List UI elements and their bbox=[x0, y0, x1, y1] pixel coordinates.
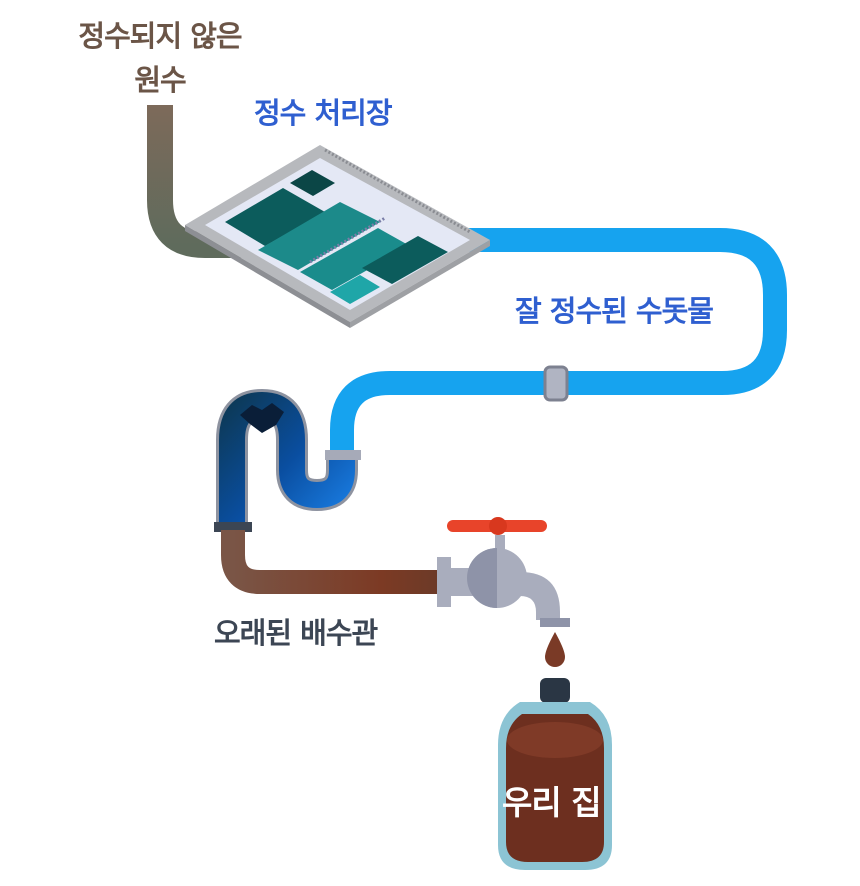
clean-water-label: 잘 정수된 수돗물 bbox=[515, 294, 714, 328]
basin bbox=[300, 228, 410, 290]
raw-water-label-line2: 원수 bbox=[134, 63, 186, 97]
water-drop-icon bbox=[545, 632, 565, 667]
sediment-deposit bbox=[240, 403, 284, 433]
raw-water-label-line1: 정수되지 않은 bbox=[78, 19, 242, 53]
s-trap-pipe bbox=[214, 388, 361, 532]
basin bbox=[225, 188, 325, 246]
clean-water-pipe bbox=[330, 228, 787, 455]
faucet-illustration bbox=[437, 517, 570, 667]
basin bbox=[258, 202, 380, 270]
home-bottle bbox=[498, 678, 612, 870]
basin bbox=[362, 236, 448, 284]
old-rusty-pipe bbox=[221, 530, 445, 594]
treatment-plant-label: 정수 처리장 bbox=[254, 96, 392, 130]
home-label: 우리 집 bbox=[502, 783, 602, 822]
basin bbox=[290, 170, 335, 196]
raw-water-pipe bbox=[147, 105, 260, 258]
pipe-coupling bbox=[543, 365, 569, 402]
raw-water-label: 정수되지 않은 원수 bbox=[60, 14, 260, 102]
treatment-plant-illustration bbox=[185, 145, 490, 328]
old-pipe-label: 오래된 배수관 bbox=[214, 616, 378, 650]
pipe-coupling bbox=[214, 522, 252, 532]
basin bbox=[330, 275, 380, 304]
pipe-coupling bbox=[325, 450, 361, 460]
